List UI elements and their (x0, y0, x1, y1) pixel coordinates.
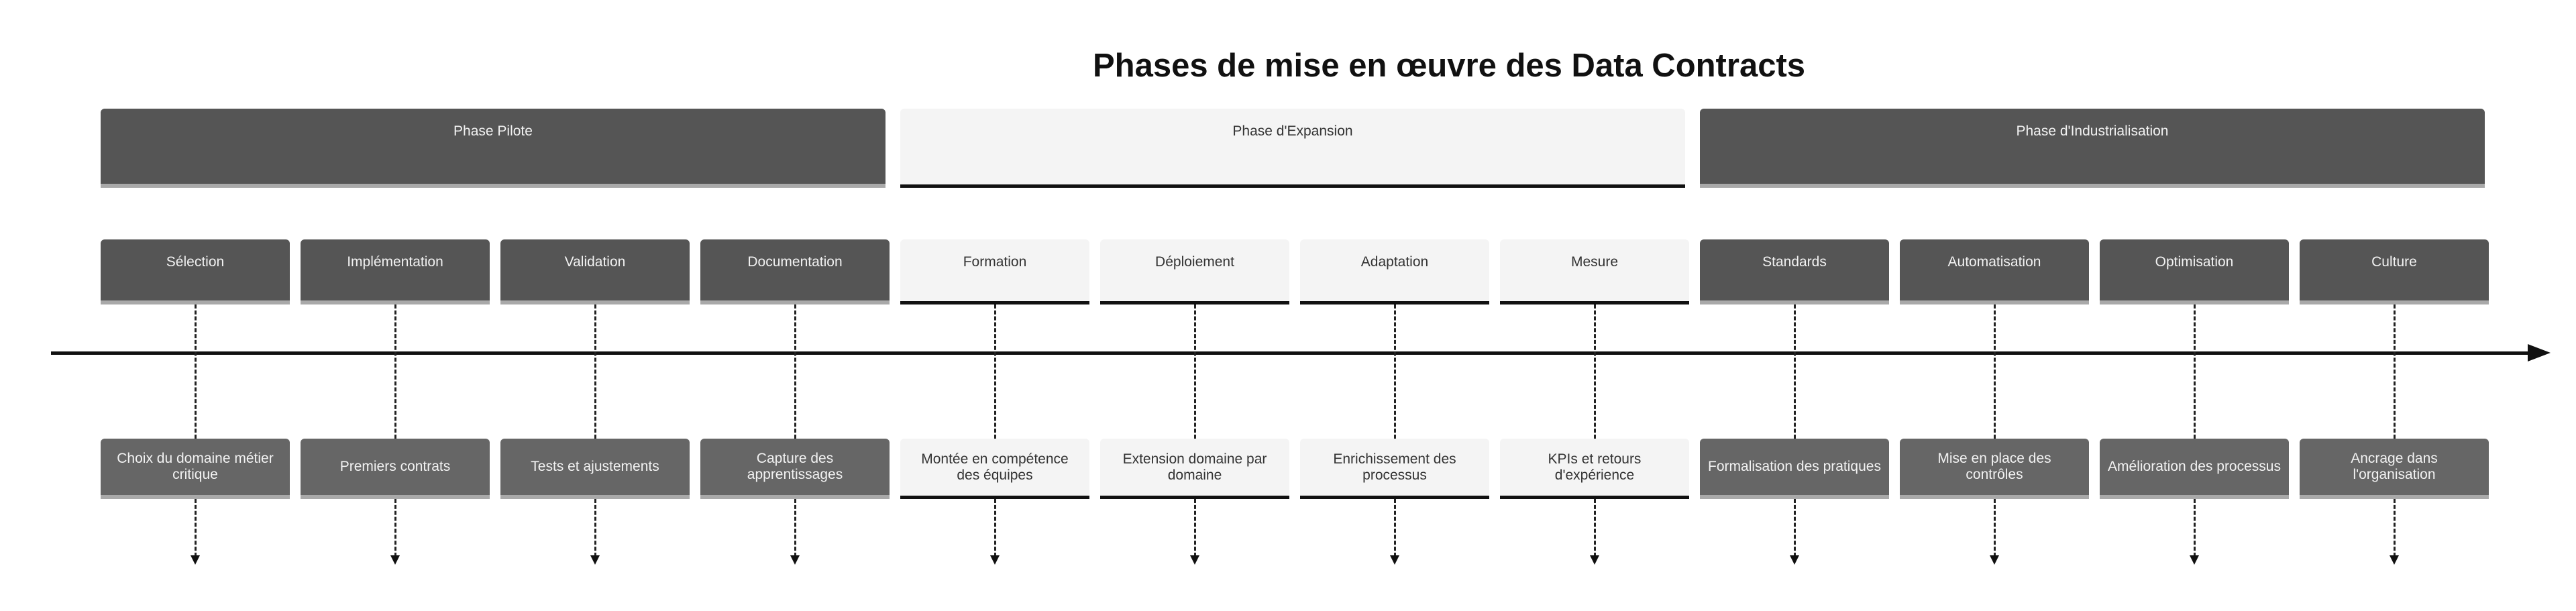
down-arrowhead (1990, 555, 1999, 565)
down-arrowhead (1190, 555, 1199, 565)
detail-connector (1794, 499, 1796, 557)
detail-connector (2194, 499, 2196, 557)
down-arrowhead (2390, 555, 2399, 565)
detail-connector (594, 499, 596, 557)
down-arrowhead (191, 555, 200, 565)
task-connector (594, 304, 596, 439)
down-arrowhead (1390, 555, 1399, 565)
detail-connector (794, 499, 796, 557)
task-detail-box: Enrichissement des processus (1300, 439, 1489, 499)
task-connector (1394, 304, 1396, 439)
task-detail-box: Ancrage dans l'organisation (2300, 439, 2489, 499)
diagram-title: Phases de mise en œuvre des Data Contrac… (1092, 48, 1806, 84)
phase-header: Phase Pilote (101, 109, 885, 188)
phase-header: Phase d'Industrialisation (1700, 109, 2485, 188)
task-connector (1994, 304, 1996, 439)
task-box: Optimisation (2100, 239, 2289, 304)
detail-connector (2394, 499, 2396, 557)
task-connector (2194, 304, 2196, 439)
down-arrowhead (990, 555, 1000, 565)
task-detail-box: Tests et ajustements (500, 439, 690, 499)
task-connector (1794, 304, 1796, 439)
task-box: Formation (900, 239, 1089, 304)
timeline-axis-arrowhead (2528, 344, 2551, 362)
task-connector (794, 304, 796, 439)
task-box: Standards (1700, 239, 1889, 304)
task-box: Mesure (1500, 239, 1689, 304)
task-detail-box: Montée en compétence des équipes (900, 439, 1089, 499)
task-box: Adaptation (1300, 239, 1489, 304)
down-arrowhead (1590, 555, 1599, 565)
down-arrowhead (2190, 555, 2199, 565)
task-box: Validation (500, 239, 690, 304)
task-box: Implémentation (301, 239, 490, 304)
task-detail-box: Extension domaine par domaine (1100, 439, 1289, 499)
task-box: Sélection (101, 239, 290, 304)
detail-connector (1194, 499, 1196, 557)
detail-connector (394, 499, 396, 557)
task-box: Culture (2300, 239, 2489, 304)
detail-connector (994, 499, 996, 557)
down-arrowhead (790, 555, 800, 565)
task-detail-box: Capture des apprentissages (700, 439, 890, 499)
detail-connector (195, 499, 197, 557)
task-detail-box: Premiers contrats (301, 439, 490, 499)
task-box: Déploiement (1100, 239, 1289, 304)
task-connector (394, 304, 396, 439)
task-connector (195, 304, 197, 439)
task-connector (1194, 304, 1196, 439)
down-arrowhead (590, 555, 600, 565)
task-detail-box: Formalisation des pratiques (1700, 439, 1889, 499)
down-arrowhead (1790, 555, 1799, 565)
task-detail-box: Mise en place des contrôles (1900, 439, 2089, 499)
detail-connector (1994, 499, 1996, 557)
task-box: Automatisation (1900, 239, 2089, 304)
detail-connector (1394, 499, 1396, 557)
task-connector (1594, 304, 1596, 439)
down-arrowhead (390, 555, 400, 565)
detail-connector (1594, 499, 1596, 557)
task-detail-box: KPIs et retours d'expérience (1500, 439, 1689, 499)
task-connector (994, 304, 996, 439)
phase-header: Phase d'Expansion (900, 109, 1685, 188)
task-box: Documentation (700, 239, 890, 304)
task-connector (2394, 304, 2396, 439)
timeline-axis (51, 351, 2529, 355)
task-detail-box: Amélioration des processus (2100, 439, 2289, 499)
task-detail-box: Choix du domaine métier critique (101, 439, 290, 499)
